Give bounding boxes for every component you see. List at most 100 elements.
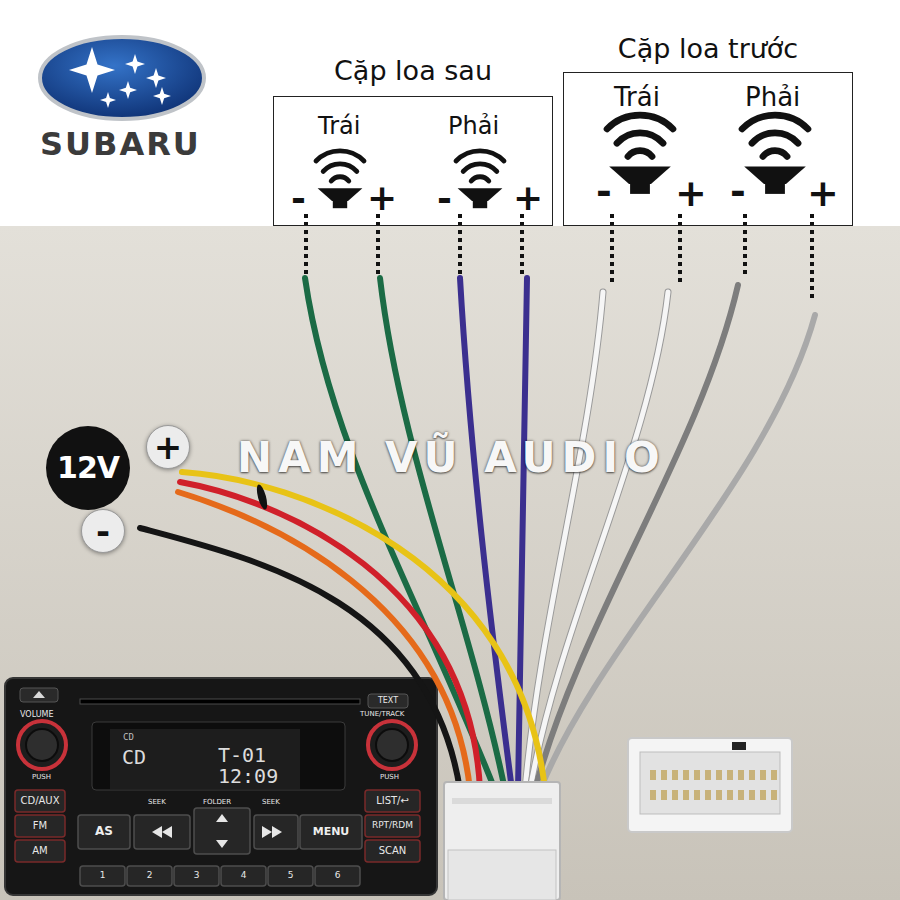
watermark: NAM VŨ AUDIO	[237, 434, 666, 482]
wire	[255, 483, 269, 510]
car-radio	[174, 866, 219, 886]
channel-label: Trái	[614, 83, 660, 113]
display-text: CD	[123, 732, 134, 742]
car-radio	[92, 722, 345, 790]
leader-line	[678, 214, 682, 282]
brand-logo	[69, 47, 115, 93]
socket-connector	[732, 742, 746, 750]
polarity-circle: -	[81, 509, 125, 553]
button-label: FM	[15, 820, 65, 832]
car-radio	[216, 840, 228, 848]
car-radio	[18, 721, 66, 769]
socket-connector	[628, 738, 792, 832]
channel-label: Trái	[318, 113, 360, 141]
button-label: TEXT	[368, 696, 408, 705]
brand-logo	[146, 68, 166, 88]
car-radio	[365, 790, 420, 812]
socket-connector	[628, 738, 792, 832]
wire	[525, 292, 603, 790]
leader-line	[376, 214, 380, 276]
plug-connector	[452, 798, 552, 804]
car-radio	[262, 826, 272, 838]
voltage-label: 12V	[57, 453, 119, 483]
radio-legend: SEEK	[262, 798, 280, 806]
wire	[140, 278, 815, 790]
leader-line	[520, 214, 524, 276]
wire	[535, 285, 738, 790]
display-text: T-01	[218, 744, 266, 767]
wire	[530, 292, 668, 790]
button-number: 2	[127, 870, 172, 880]
car-radio	[5, 678, 437, 895]
car-radio	[162, 826, 172, 838]
radio-legend: TUNE/TRACK	[360, 710, 404, 718]
car-radio	[315, 866, 360, 886]
voltage-badge: 12V	[46, 426, 130, 510]
button-label: RPT/RDM	[365, 820, 420, 830]
car-radio	[376, 729, 408, 761]
socket-connector	[648, 770, 780, 800]
car-radio	[365, 840, 420, 862]
speaker-icon	[607, 115, 673, 194]
car-radio	[15, 815, 65, 837]
plug-connector	[444, 782, 560, 900]
radio-legend: SEEK	[148, 798, 166, 806]
radio-legend: PUSH	[32, 773, 51, 781]
car-radio	[268, 866, 313, 886]
car-radio	[15, 840, 65, 862]
wire	[140, 528, 460, 790]
polarity-sign: +	[367, 177, 397, 218]
background	[0, 226, 900, 900]
display-text: 12:09	[218, 765, 278, 788]
polarity-sign: +	[807, 172, 839, 216]
car-radio	[26, 729, 58, 761]
wire	[182, 472, 545, 790]
car-radio	[78, 808, 362, 886]
wire	[540, 315, 815, 790]
button-label: CD/AUX	[15, 795, 65, 807]
brand-logo	[40, 37, 204, 119]
brand-logo	[119, 81, 137, 99]
button-label: MENU	[300, 826, 362, 839]
car-radio	[152, 814, 282, 848]
car-radio	[221, 866, 266, 886]
leader-line	[458, 214, 462, 276]
car-radio	[33, 691, 45, 698]
car-radio	[78, 815, 130, 849]
leader-line	[810, 214, 814, 302]
car-radio	[134, 815, 190, 849]
wire	[530, 292, 668, 790]
car-radio	[15, 790, 65, 812]
plug-connector	[444, 782, 560, 900]
car-radio	[5, 678, 437, 895]
plug-connector	[448, 850, 556, 900]
car-radio	[368, 694, 408, 708]
wire	[180, 482, 480, 790]
speaker-icon	[456, 151, 504, 208]
display-text: CD	[122, 746, 146, 769]
channel-label: Phải	[448, 113, 499, 141]
polarity-sign: -	[437, 178, 452, 219]
polarity-sign: -	[596, 170, 612, 214]
leader-line	[304, 214, 308, 276]
button-label: AS	[78, 825, 130, 839]
leader-line	[610, 214, 614, 282]
car-radio	[152, 826, 162, 838]
car-radio	[365, 815, 420, 837]
car-radio	[194, 808, 250, 854]
brand-logo	[125, 54, 145, 74]
button-number: 6	[315, 870, 360, 880]
car-radio	[127, 866, 172, 886]
car-radio	[272, 826, 282, 838]
car-radio	[216, 814, 228, 822]
car-radio	[110, 729, 300, 789]
polarity-sign: +	[513, 177, 543, 218]
polarity-circle: +	[146, 425, 190, 469]
radio-legend: VOLUME	[20, 710, 54, 719]
wire	[525, 292, 603, 790]
speaker-icon	[316, 151, 364, 208]
polarity-sign: -	[730, 170, 746, 214]
button-number: 3	[174, 870, 219, 880]
button-label: AM	[15, 845, 65, 857]
